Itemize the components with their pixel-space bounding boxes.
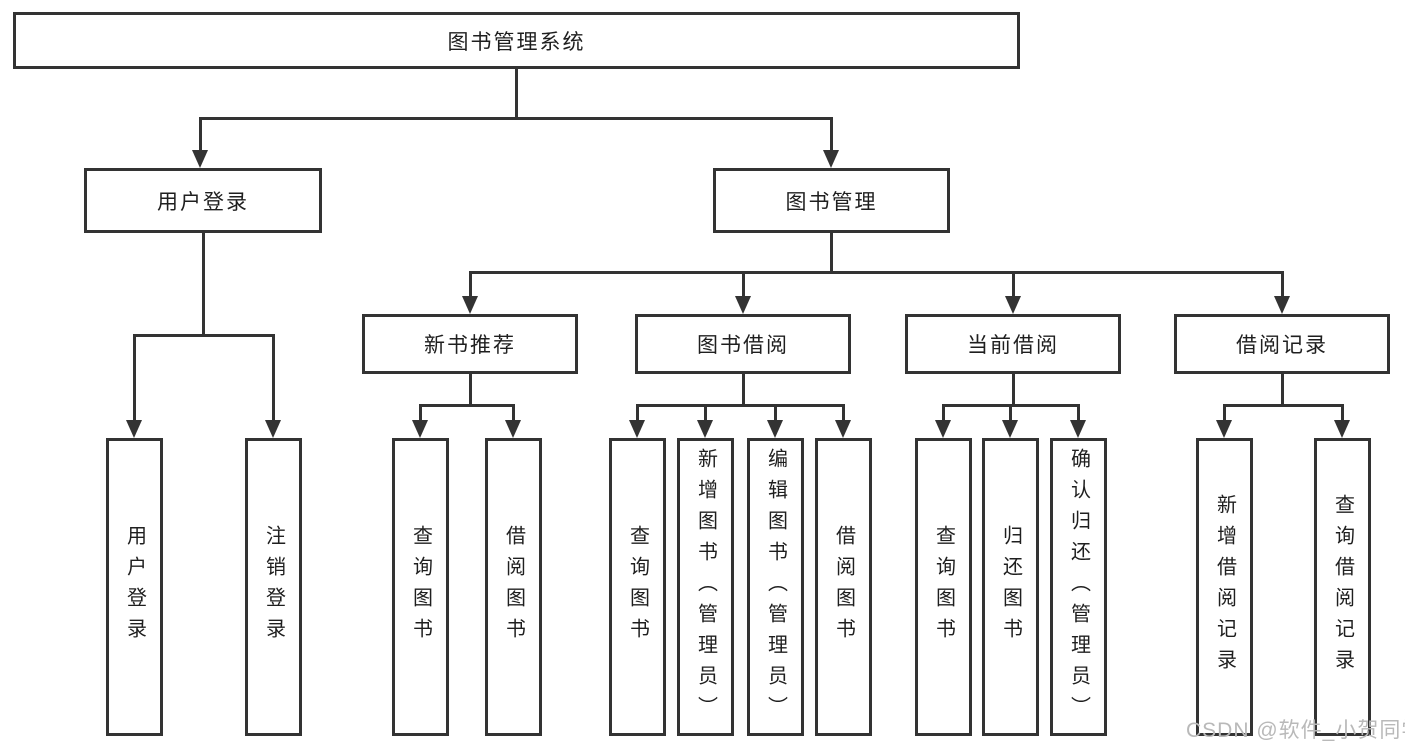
leaf-label: 借阅图书	[502, 525, 525, 649]
leaf-bb-add-book-admin: 新增图书（管理员）	[677, 438, 734, 736]
leaf-nbr-query-book: 查询图书	[392, 438, 449, 736]
node-borrow-record-label: 借阅记录	[1236, 334, 1328, 357]
connector-borrowrec-stem	[1281, 374, 1284, 407]
arrowhead-down-icon	[192, 150, 208, 168]
arrowhead-down-icon	[935, 420, 951, 438]
csdn-watermark: CSDN @软件_小贺同学	[1186, 714, 1405, 744]
node-current-borrow: 当前借阅	[905, 314, 1121, 374]
connector-drop-user-login	[199, 117, 202, 153]
arrowhead-down-icon	[265, 420, 281, 438]
arrowhead-down-icon	[1274, 296, 1290, 314]
node-book-manage-label: 图书管理	[785, 190, 878, 214]
connector-bookmgmt-stem	[830, 233, 833, 274]
leaf-br-add-record: 新增借阅记录	[1196, 438, 1253, 736]
leaf-bb-edit-book-admin: 编辑图书（管理员）	[747, 438, 804, 736]
connector-drop-leaf	[1341, 404, 1344, 423]
node-user-login: 用户登录	[84, 168, 322, 233]
connector-userlogin-stem	[202, 233, 205, 337]
leaf-user-login: 用户登录	[106, 438, 163, 736]
arrowhead-down-icon	[505, 420, 521, 438]
connector-drop-leaf-login	[133, 334, 136, 424]
connector-currborrow-stem	[1012, 374, 1015, 407]
node-user-login-label: 用户登录	[157, 190, 249, 214]
arrowhead-down-icon	[1334, 420, 1350, 438]
csdn-watermark-text: CSDN @软件_小贺同学	[1186, 719, 1405, 742]
node-current-borrow-label: 当前借阅	[967, 334, 1059, 357]
node-book-borrow-label: 图书借阅	[697, 334, 789, 357]
arrowhead-down-icon	[462, 296, 478, 314]
connector-root-stem	[515, 68, 518, 118]
connector-drop-bookborrow	[742, 271, 745, 299]
connector-drop-leaf	[942, 404, 945, 423]
connector-newbook-stem	[469, 374, 472, 407]
arrowhead-down-icon	[735, 296, 751, 314]
leaf-label: 用户登录	[123, 525, 146, 649]
arrowhead-down-icon	[823, 150, 839, 168]
leaf-bb-query-book: 查询图书	[609, 438, 666, 736]
leaf-label: 新增图书（管理员）	[694, 447, 717, 727]
connector-bookborrow-stem	[742, 374, 745, 407]
connector-drop-borrowrec	[1281, 271, 1284, 299]
connector-level2-rail	[469, 271, 1284, 274]
connector-bookborrow-rail	[636, 404, 845, 407]
connector-drop-currborrow	[1012, 271, 1015, 299]
leaf-logout: 注销登录	[245, 438, 302, 736]
connector-borrowrec-rail	[1223, 404, 1343, 407]
connector-drop-leaf	[1009, 404, 1012, 423]
leaf-br-query-record: 查询借阅记录	[1314, 438, 1371, 736]
connector-userlogin-rail	[133, 334, 275, 337]
connector-level1-rail	[199, 117, 833, 120]
leaf-cb-query-book: 查询图书	[915, 438, 972, 736]
connector-drop-leaf	[842, 404, 845, 423]
leaf-nbr-borrow-book: 借阅图书	[485, 438, 542, 736]
arrowhead-down-icon	[835, 420, 851, 438]
node-book-borrow: 图书借阅	[635, 314, 851, 374]
connector-drop-leaf-logout	[272, 334, 275, 424]
leaf-label: 注销登录	[262, 525, 285, 649]
node-new-book-recommend: 新书推荐	[362, 314, 578, 374]
arrowhead-down-icon	[1005, 296, 1021, 314]
connector-drop-leaf	[512, 404, 515, 423]
node-new-book-recommend-label: 新书推荐	[424, 334, 516, 357]
arrowhead-down-icon	[629, 420, 645, 438]
node-book-manage: 图书管理	[713, 168, 950, 233]
leaf-label: 归还图书	[999, 525, 1022, 649]
arrowhead-down-icon	[1070, 420, 1086, 438]
arrowhead-down-icon	[1002, 420, 1018, 438]
node-root-label: 图书管理系统	[447, 30, 586, 54]
connector-drop-leaf	[636, 404, 639, 423]
leaf-cb-return-book: 归还图书	[982, 438, 1039, 736]
connector-drop-leaf	[774, 404, 777, 423]
connector-newbook-rail	[419, 404, 515, 407]
leaf-label: 新增借阅记录	[1213, 494, 1236, 680]
arrowhead-down-icon	[1216, 420, 1232, 438]
leaf-label: 查询借阅记录	[1331, 494, 1354, 680]
leaf-cb-confirm-return-admin: 确认归还（管理员）	[1050, 438, 1107, 736]
leaf-label: 确认归还（管理员）	[1067, 447, 1090, 727]
connector-drop-leaf	[419, 404, 422, 423]
connector-drop-book-manage	[830, 117, 833, 153]
leaf-label: 编辑图书（管理员）	[764, 447, 787, 727]
arrowhead-down-icon	[767, 420, 783, 438]
arrowhead-down-icon	[697, 420, 713, 438]
leaf-bb-borrow-book: 借阅图书	[815, 438, 872, 736]
connector-drop-leaf	[1077, 404, 1080, 423]
connector-drop-leaf	[1223, 404, 1226, 423]
node-borrow-record: 借阅记录	[1174, 314, 1390, 374]
node-root: 图书管理系统	[13, 12, 1020, 69]
leaf-label: 查询图书	[626, 525, 649, 649]
connector-drop-leaf	[704, 404, 707, 423]
leaf-label: 查询图书	[932, 525, 955, 649]
arrowhead-down-icon	[126, 420, 142, 438]
leaf-label: 查询图书	[409, 525, 432, 649]
arrowhead-down-icon	[412, 420, 428, 438]
leaf-label: 借阅图书	[832, 525, 855, 649]
connector-drop-newbook	[469, 271, 472, 299]
